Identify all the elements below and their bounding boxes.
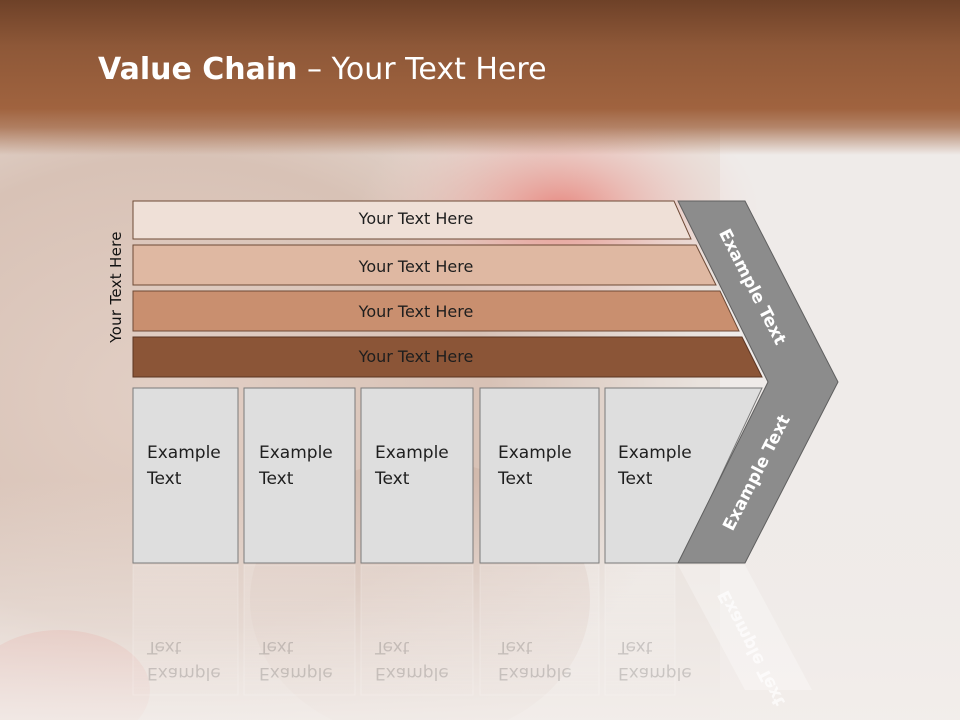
- bar-2-label: Your Text Here: [358, 257, 474, 276]
- reflection: [132, 564, 812, 696]
- bar-4: [132, 336, 763, 378]
- chevron-arrow: [677, 200, 839, 564]
- column-box-1: [132, 387, 239, 564]
- title-band: [0, 0, 960, 155]
- bar-4-label: Your Text Here: [358, 347, 474, 366]
- column-box-4: [479, 387, 600, 564]
- bar-2: [132, 244, 717, 286]
- column-box-3: [360, 387, 474, 564]
- slide-title: Value Chain – Your Text Here: [98, 52, 547, 87]
- bar-1-label: Your Text Here: [358, 209, 474, 228]
- bar-3-label: Your Text Here: [358, 302, 474, 321]
- bar-3: [132, 290, 740, 332]
- column-box-2: [243, 387, 356, 564]
- bar-1: [132, 200, 692, 240]
